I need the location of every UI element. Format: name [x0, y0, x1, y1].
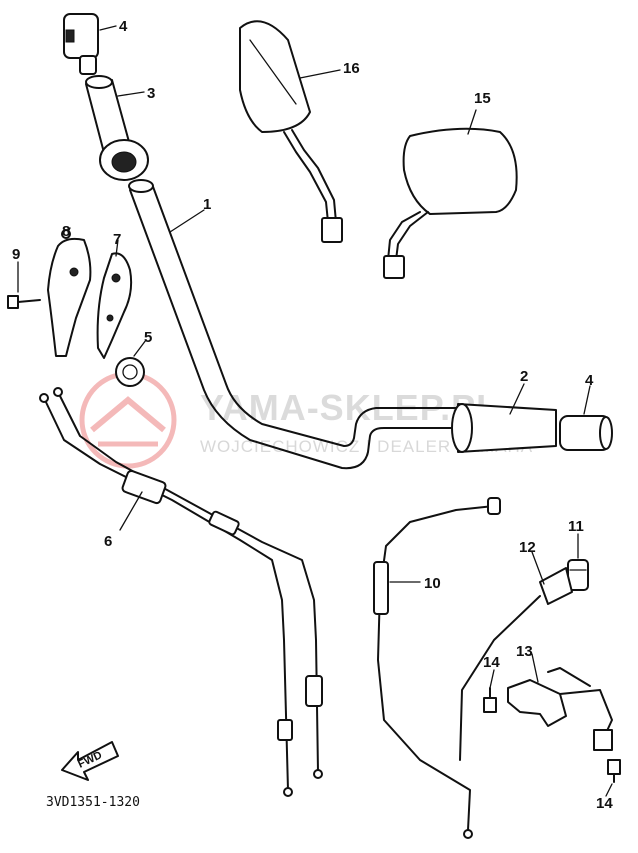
mirror-right — [383, 127, 518, 279]
callout-6: 6 — [104, 533, 112, 550]
callout-16: 16 — [343, 60, 360, 77]
switch-housing-upper — [47, 229, 92, 357]
callout-5: 5 — [144, 329, 152, 346]
watermark-logo — [79, 371, 177, 469]
grip-end-cap-top — [63, 13, 99, 75]
callout-4-right: 4 — [585, 372, 594, 389]
callout-3: 3 — [147, 85, 155, 102]
watermark-subtitle: WOJCIECHOWICZ | DEALER YAMAHA — [200, 437, 533, 456]
callout-12: 10 — [424, 575, 441, 592]
callout-7: 7 — [113, 231, 121, 248]
collar-5 — [115, 357, 145, 387]
callout-14-left: 14 — [483, 654, 500, 671]
choke-holder-11 — [459, 567, 573, 761]
handlebar — [128, 179, 459, 470]
forward-arrow: FWD — [61, 741, 119, 781]
bolt-14-right — [607, 759, 621, 783]
bracket-13 — [507, 667, 613, 751]
throttle-cables — [39, 387, 323, 797]
bolt-14-left — [483, 687, 497, 713]
throttle-grip — [85, 75, 149, 181]
diagram-code: 3VD1351-1320 — [46, 795, 140, 810]
switch-housing-lower — [96, 252, 133, 359]
callout-14-right: 14 — [596, 795, 613, 812]
callout-2: 2 — [520, 368, 528, 385]
callout-11: 12 — [519, 539, 536, 556]
callout-13: 13 — [516, 643, 533, 660]
screw-9 — [7, 295, 41, 309]
cable-12 — [373, 497, 501, 839]
mirror-left — [239, 20, 343, 243]
callout-15: 15 — [474, 90, 491, 107]
grip-left — [451, 403, 557, 453]
callout-10: 11 — [568, 518, 584, 535]
grip-end-cap-right — [559, 415, 613, 451]
callout-8: 8 — [62, 223, 70, 240]
callout-9: 9 — [12, 246, 20, 263]
callout-4-top: 4 — [119, 18, 128, 35]
callout-1: 1 — [203, 196, 211, 213]
